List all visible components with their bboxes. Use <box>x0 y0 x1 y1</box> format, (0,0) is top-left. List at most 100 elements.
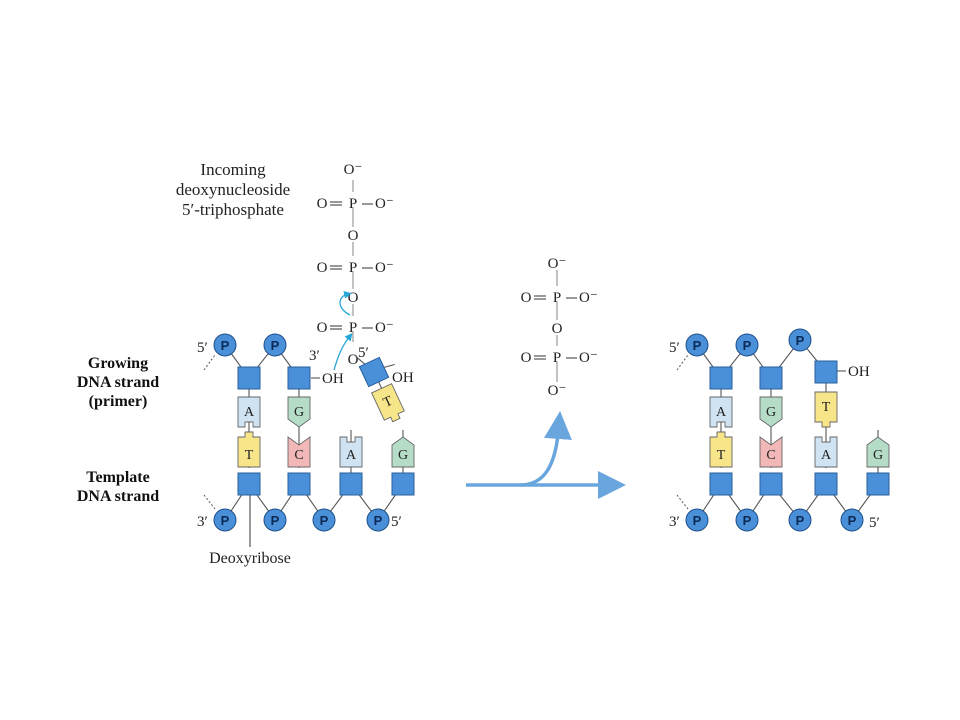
right-template-base-4-letter: G <box>873 448 883 463</box>
pp-bridge-o-bg <box>550 320 564 335</box>
right-primer-base-3 <box>814 391 838 428</box>
left-template-base-3-letter: A <box>346 448 357 463</box>
right-primer-phosphate-2-label: P <box>743 338 752 353</box>
right-template-phosphate-4 <box>840 508 864 532</box>
right-template-base-2-letter: C <box>766 448 775 463</box>
right-template-phosphate-4-label: P <box>848 513 857 528</box>
right-template-base-3 <box>814 436 838 468</box>
tp-gamma-double-o: O <box>317 196 328 212</box>
left-primer-phosphate-1 <box>213 333 237 357</box>
template-strand-label: Template DNA strand <box>77 469 159 505</box>
left-template-base-1-letter: T <box>245 448 254 463</box>
left-primer-base-1-letter: A <box>244 405 255 420</box>
tp-bridge-o1: O <box>348 228 359 244</box>
incoming-label-line3: 5′-triphosphate <box>182 200 284 219</box>
growing-strand-label: Growing DNA strand (primer) <box>77 355 159 410</box>
left-primer-oh: OH <box>322 371 344 387</box>
right-primer-phosphate-2 <box>735 333 759 357</box>
template-label-line2: DNA strand <box>77 488 159 505</box>
tp-top-o-minus-bg <box>346 161 360 176</box>
left-template-3prime: 3′ <box>197 514 208 530</box>
left-primer-3prime: 3′ <box>309 348 320 364</box>
template-label-line1: Template <box>86 469 149 486</box>
left-template-phosphate-4-label: P <box>374 513 383 528</box>
incoming-label-line1: Incoming <box>200 160 266 179</box>
left-template-phosphate-2-label: P <box>271 513 280 528</box>
right-primer-base-1 <box>709 396 733 428</box>
growing-label-line3: (primer) <box>89 393 148 410</box>
tp-alpha-phosphorus: P <box>349 320 357 336</box>
right-template-base-1 <box>709 431 733 468</box>
tp-alpha-o-minus: O⁻ <box>375 320 394 336</box>
left-template-phosphate-2 <box>263 508 287 532</box>
tp-beta-double-o: O <box>317 260 328 276</box>
tp-ester-o-bg <box>346 351 360 366</box>
deoxyribose-label: Deoxyribose <box>209 550 291 567</box>
left-primer-base-2-letter: G <box>294 405 304 420</box>
pp-second-double-o: O <box>521 350 532 366</box>
right-template-base-4 <box>866 436 890 468</box>
pp-top-o-minus-bg <box>550 255 564 270</box>
release-arrow-icon <box>519 411 572 487</box>
left-template-base-4-letter: G <box>398 448 408 463</box>
tp-five-prime: 5′ <box>358 345 369 361</box>
right-primer-base-2-letter: G <box>766 405 776 420</box>
incoming-oh: OH <box>392 370 414 386</box>
left-template-base-2 <box>287 436 311 468</box>
left-template-base-1 <box>237 431 261 468</box>
right-primer-base-2 <box>759 396 783 428</box>
growing-label-line1: Growing <box>88 355 148 372</box>
tp-alpha-double-o: O <box>317 320 328 336</box>
pp-bridge-o: O <box>552 321 563 337</box>
left-primer-phosphate-1-label: P <box>221 338 230 353</box>
left-template-sugar-3 <box>339 472 363 496</box>
right-template-sugar-1 <box>709 472 733 496</box>
left-primer-5prime: 5′ <box>197 340 208 356</box>
incoming-sugar <box>358 356 390 388</box>
tp-bridge-o1-bg <box>346 227 360 242</box>
tp-beta-o-minus: O⁻ <box>375 260 394 276</box>
right-template-base-2 <box>759 436 783 468</box>
right-primer-base-3-letter: T <box>822 400 831 415</box>
left-primer-phosphate-2-label: P <box>271 338 280 353</box>
nucleophilic-attack-arrow-icon <box>333 332 353 371</box>
reaction-arrow <box>466 411 626 499</box>
right-primer-phosphate-3 <box>788 328 812 352</box>
incoming-base <box>371 383 405 423</box>
left-template-base-4 <box>391 436 415 468</box>
left-template-phosphate-3-label: P <box>320 513 329 528</box>
left-template-phosphate-4 <box>366 508 390 532</box>
right-primer-base-1-letter: A <box>716 405 727 420</box>
left-primer-phosphate-2 <box>263 333 287 357</box>
right-template-base-1-letter: T <box>717 448 726 463</box>
tp-gamma-o-minus: O⁻ <box>375 196 394 212</box>
pp-top-o-minus: O⁻ <box>548 256 567 272</box>
left-template-5prime: 5′ <box>391 514 402 530</box>
right-template-phosphate-2 <box>735 508 759 532</box>
right-template-3prime: 3′ <box>669 514 680 530</box>
pp-first-double-o: O <box>521 290 532 306</box>
right-template-sugar-2 <box>759 472 783 496</box>
right-template-phosphate-3-label: P <box>796 513 805 528</box>
incoming-label-line2: deoxynucleoside <box>176 180 290 199</box>
incoming-label: Incoming deoxynucleoside 5′-triphosphate <box>176 160 290 219</box>
tp-top-o-minus: O⁻ <box>344 162 363 178</box>
tp-beta-phosphorus: P <box>349 260 357 276</box>
left-template-sugar-4 <box>391 472 415 496</box>
tp-bridge-o2: O <box>348 290 359 306</box>
right-primer-sugar-3 <box>814 360 838 384</box>
right-primer-oh: OH <box>848 364 870 380</box>
pp-bottom-o-minus-bg <box>550 382 564 397</box>
left-template-sugar-2 <box>287 472 311 496</box>
right-primer-phosphate-1 <box>685 333 709 357</box>
pp-second-phosphorus: P <box>553 350 561 366</box>
left-template-base-3 <box>339 436 363 468</box>
right-template-sugar-4 <box>866 472 890 496</box>
right-primer-phosphate-1-label: P <box>693 338 702 353</box>
right-template-phosphate-1 <box>685 508 709 532</box>
pp-bottom-o-minus: O⁻ <box>548 383 567 399</box>
left-primer-base-1 <box>237 396 261 428</box>
